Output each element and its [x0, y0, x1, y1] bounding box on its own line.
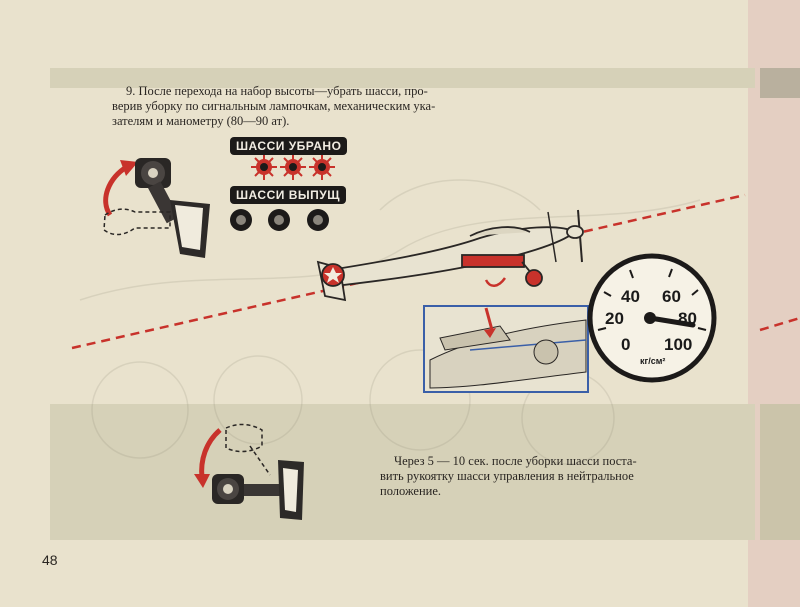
retracted-lamps — [251, 154, 335, 180]
neutral-line-2: вить рукоятку шасси управления в нейтрал… — [380, 469, 634, 483]
aircraft-icon — [316, 209, 584, 302]
gear-lever-neutral-icon — [194, 423, 304, 520]
gauge-tick-80: 80 — [678, 309, 697, 328]
gauge-tick-20: 20 — [605, 309, 624, 328]
adjacent-page-band-top — [760, 68, 800, 98]
step-nine-line-2: верив уборку по сигнальным лампочкам, ме… — [112, 99, 436, 113]
gauge-unit: кг/см² — [640, 356, 665, 366]
gear-lever-up-icon — [103, 158, 210, 258]
gear-bay-inset — [423, 305, 589, 393]
step-nine-line-1: 9. После перехода на набор высоты—убрать… — [126, 84, 428, 98]
gauge-needle — [644, 312, 696, 328]
gauge-tick-60: 60 — [662, 287, 681, 306]
step-nine-line-3: зателям и манометру (80—90 ат). — [112, 114, 290, 128]
climb-path-line-continued — [759, 316, 800, 332]
neutral-line-1: Через 5 — 10 сек. после уборки шасси пос… — [394, 454, 637, 468]
adjacent-page-band-bottom — [760, 404, 800, 540]
extended-lamps — [230, 209, 329, 231]
step-nine-paragraph: 9. После перехода на набор высоты—убрать… — [112, 84, 468, 129]
gauge-tick-100: 100 — [664, 335, 692, 354]
gear-retracted-label: ШАССИ УБРАНО — [230, 137, 348, 155]
gauge-tick-0: 0 — [621, 335, 630, 354]
top-gray-band — [50, 68, 755, 88]
gear-extended-label: ШАССИ ВЫПУЩ — [230, 186, 346, 204]
neutral-line-3: положение. — [380, 484, 442, 498]
neutral-position-paragraph: Через 5 — 10 сек. после уборки шасси пос… — [380, 454, 696, 499]
bottom-gray-band — [50, 404, 755, 540]
gauge-tick-40: 40 — [621, 287, 640, 306]
page-number: 48 — [42, 552, 58, 568]
pressure-gauge — [587, 253, 717, 383]
